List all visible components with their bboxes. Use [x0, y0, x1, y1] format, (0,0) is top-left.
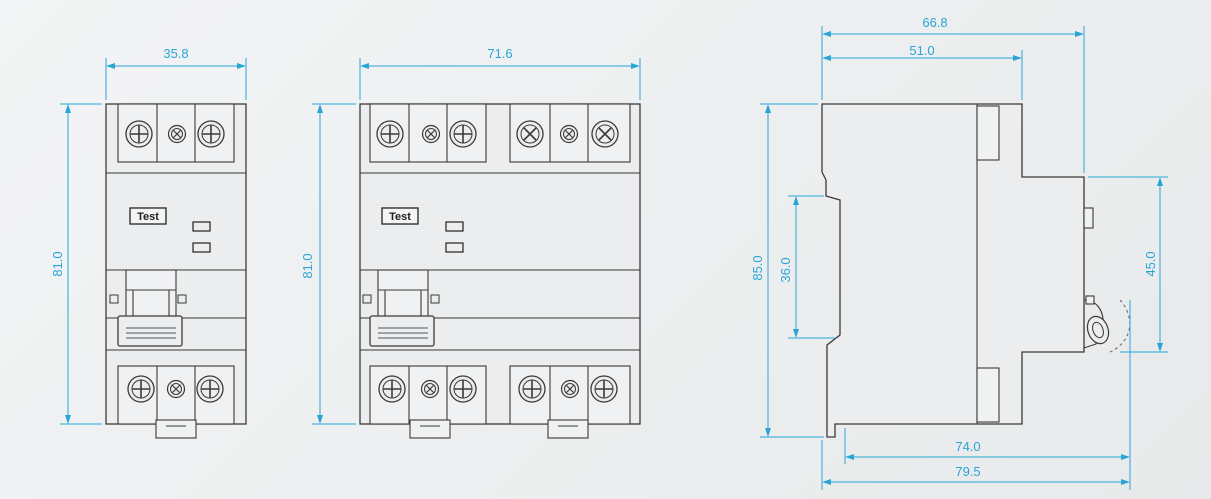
side-profile [821, 103, 1085, 438]
terminal-screw-icon [591, 120, 619, 148]
front-view-4-pole: Test [300, 46, 641, 439]
test-button-label: Test [137, 211, 159, 223]
terminal-screw-icon [376, 120, 404, 148]
terminal-screw-icon [421, 124, 441, 144]
toggle-lever [377, 269, 429, 321]
side-terminal-face [976, 367, 1000, 423]
terminal-screw-icon [127, 375, 155, 403]
terminal-screw-icon [197, 120, 225, 148]
width-dimension-label: 35.8 [163, 46, 188, 61]
terminal-screw-icon [166, 379, 186, 399]
bottom-overall-dimension-label: 79.5 [955, 464, 980, 479]
indicator-window [445, 221, 464, 232]
test-button-side [1083, 207, 1094, 229]
terminal-screw-icon [125, 120, 153, 148]
width-dimension-label: 71.6 [487, 46, 512, 61]
terminal-screw-icon [167, 124, 187, 144]
top-body-dimension-label: 51.0 [909, 43, 934, 58]
overall-height-dimension-label: 85.0 [750, 255, 765, 280]
terminal-screw-icon [559, 124, 579, 144]
top-overall-dimension-label: 66.8 [922, 15, 947, 30]
front-face-dimension-label: 45.0 [1143, 251, 1158, 276]
side-terminal-face [976, 105, 1000, 161]
indicator-window [192, 242, 211, 253]
terminal-screw-icon [518, 375, 546, 403]
bottom-body-dimension-label: 74.0 [955, 439, 980, 454]
test-button [129, 207, 167, 225]
din-rail-clip [409, 419, 451, 439]
toggle-swing-arc [1109, 299, 1131, 353]
front-view-2-pole: Test 35.8 [50, 46, 247, 439]
indicator-window [445, 242, 464, 253]
terminal-screw-icon [560, 379, 580, 399]
terminal-screw-icon [449, 375, 477, 403]
test-button-label: Test [389, 211, 411, 223]
terminal-screw-icon [590, 375, 618, 403]
din-rail-clip [547, 419, 589, 439]
terminal-screw-icon [420, 379, 440, 399]
terminal-screw-icon [449, 120, 477, 148]
toggle-handle [117, 315, 183, 347]
terminal-screw-icon [378, 375, 406, 403]
height-dimension-label: 81.0 [50, 251, 65, 276]
toggle-handle [369, 315, 435, 347]
terminal-screw-icon [196, 375, 224, 403]
test-button [381, 207, 419, 225]
side-view: 66.8 51.0 85.0 36.0 45.0 74.0 [750, 15, 1168, 490]
terminal-screw-icon [516, 120, 544, 148]
din-rail-dimension-label: 36.0 [778, 257, 793, 282]
din-rail-clip [155, 419, 197, 439]
indicator-window [192, 221, 211, 232]
height-dimension-label: 81.0 [300, 253, 315, 278]
